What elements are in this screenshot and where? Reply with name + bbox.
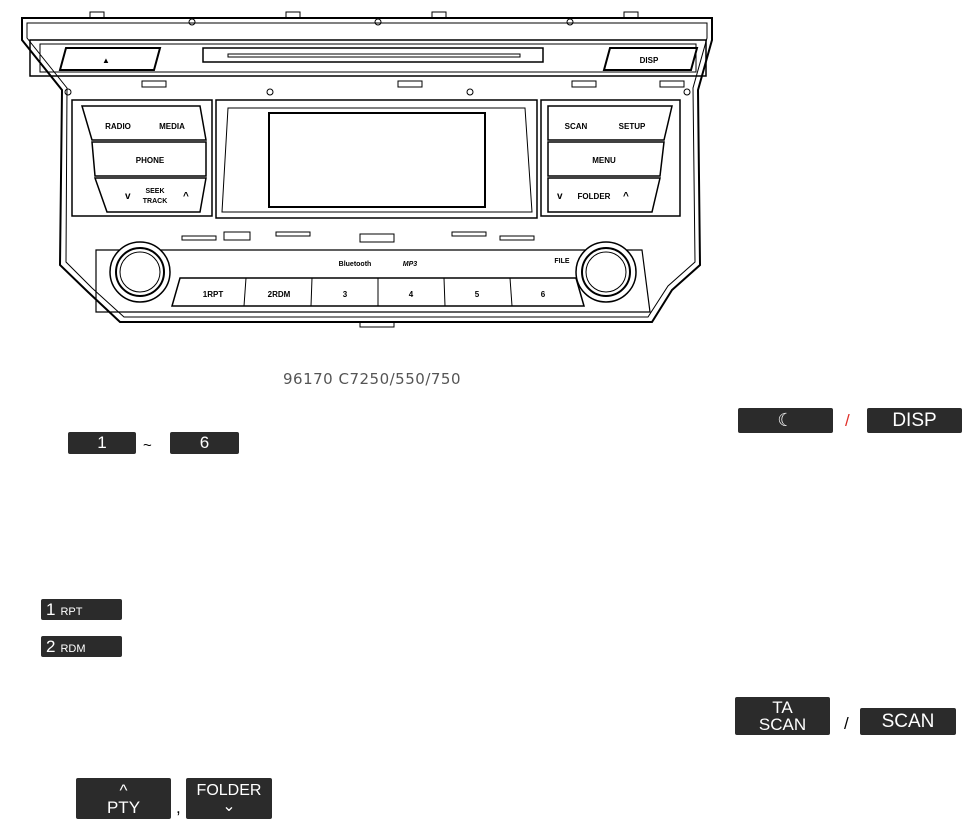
preset-3[interactable]: 3 [343, 290, 348, 299]
file-label: FILE [554, 258, 569, 265]
night-key: ☾ [738, 408, 833, 433]
svg-text:FOLDER: FOLDER [578, 192, 611, 201]
comma-separator: , [176, 798, 181, 818]
pty-key: ^PTY [76, 778, 171, 819]
svg-text:SETUP: SETUP [619, 122, 646, 131]
svg-text:v: v [125, 191, 131, 202]
folder-key: FOLDER⌄ [186, 778, 272, 819]
radio-media-button[interactable]: RADIO MEDIA [82, 106, 206, 140]
scan-key: SCAN [860, 708, 956, 735]
down-arrow-icon: ⌄ [222, 799, 235, 815]
up-arrow-icon: ^ [120, 782, 128, 799]
preset-1[interactable]: 1RPT [203, 290, 224, 299]
svg-text:PHONE: PHONE [136, 156, 165, 165]
svg-text:v: v [557, 191, 563, 202]
volume-knob[interactable] [110, 242, 170, 302]
preset-4[interactable]: 4 [409, 290, 414, 299]
scan-setup-button[interactable]: SCAN SETUP [548, 106, 672, 140]
model-number: 96170 C7250/550/750 [283, 370, 461, 388]
disp-label: DISP [640, 56, 659, 65]
eject-icon: ▲ [102, 56, 110, 65]
bluetooth-label: Bluetooth [339, 261, 372, 268]
svg-text:MENU: MENU [592, 156, 616, 165]
display-screen [269, 113, 485, 207]
disp-key: DISP [867, 408, 962, 433]
svg-text:^: ^ [183, 191, 189, 202]
radio-unit-diagram: ▲ DISP RADIO MEDIA PHONE v SEEK TRACK ^ … [0, 0, 730, 360]
svg-text:MEDIA: MEDIA [159, 122, 185, 131]
tilde-separator: ~ [143, 437, 152, 454]
tune-knob[interactable] [576, 242, 636, 302]
svg-text:SEEK: SEEK [145, 188, 164, 195]
svg-text:TRACK: TRACK [143, 198, 168, 205]
menu-button[interactable]: MENU [548, 142, 664, 176]
preset-6[interactable]: 6 [541, 290, 546, 299]
folder-button[interactable]: v FOLDER ^ [548, 178, 660, 212]
svg-text:RADIO: RADIO [105, 122, 131, 131]
disp-button[interactable]: DISP [604, 48, 697, 70]
preset-key-1: 1 [68, 432, 136, 454]
preset-5[interactable]: 5 [475, 290, 480, 299]
svg-text:SCAN: SCAN [565, 122, 588, 131]
phone-button[interactable]: PHONE [92, 142, 206, 176]
preset-2[interactable]: 2RDM [268, 290, 291, 299]
seek-track-button[interactable]: v SEEK TRACK ^ [95, 178, 206, 212]
slash-separator: / [845, 411, 850, 431]
preset-key-6: 6 [170, 432, 239, 454]
moon-icon: ☾ [777, 410, 793, 431]
preset-buttons: 1RPT 2RDM 3 4 5 6 [172, 278, 584, 306]
slash-separator-2: / [844, 714, 849, 734]
eject-button[interactable]: ▲ [60, 48, 160, 70]
mp3-label: MP3 [403, 261, 418, 268]
svg-text:^: ^ [623, 191, 629, 202]
